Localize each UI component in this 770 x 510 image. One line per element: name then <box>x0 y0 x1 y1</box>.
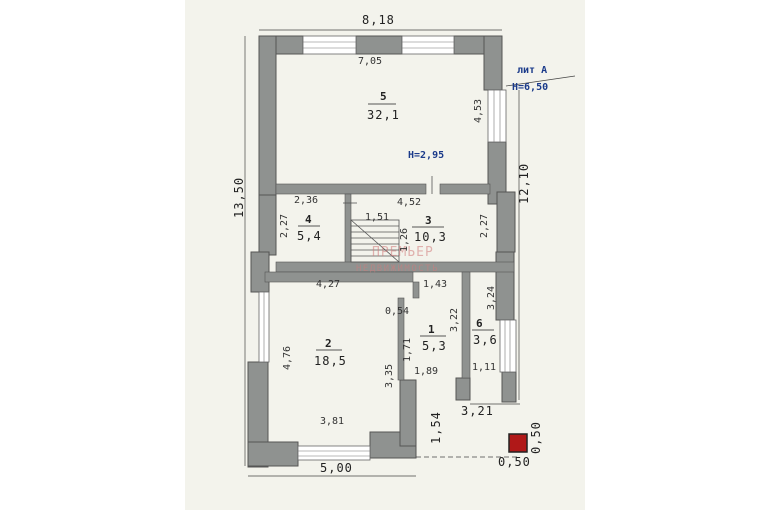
dim-r3-height: 2,27 <box>479 214 490 238</box>
dim-marker-width: 0,50 <box>498 455 531 469</box>
room-5-area: 32,1 <box>367 108 400 122</box>
interior-partitions <box>264 183 515 381</box>
room-4-number: 4 <box>305 213 312 226</box>
wall-left-upper <box>258 35 277 209</box>
room-6-number: 6 <box>476 317 483 330</box>
dim-left-outer: 13,50 <box>232 177 246 218</box>
dim-r1-top: 1,43 <box>423 279 447 290</box>
watermark-sub: НЕДВИЖИМОСТЬ <box>356 264 439 274</box>
room-3-number: 3 <box>425 214 432 227</box>
partition-r1-r6 <box>461 271 471 379</box>
label-lit: лит А <box>517 65 547 76</box>
dim-r2-right: 3,35 <box>384 364 395 388</box>
dim-r4-width: 2,36 <box>294 195 318 206</box>
wall-left-lower <box>247 361 269 468</box>
dim-porch-width: 3,21 <box>461 404 494 418</box>
label-height-floor: Н=2,95 <box>408 150 444 161</box>
partition-upper-left <box>275 183 427 195</box>
room-2: 2 18,5 <box>314 337 347 368</box>
windows <box>258 35 517 461</box>
window-right-lower <box>499 319 517 373</box>
room-4-area: 5,4 <box>297 229 322 243</box>
room-1-area: 5,3 <box>422 339 447 353</box>
wall-right-bottom <box>501 371 517 403</box>
wall-right-top <box>483 35 503 91</box>
location-marker <box>508 433 528 453</box>
dim-r1-bottom: 1,89 <box>414 366 438 377</box>
dim-porch-depth: 1,54 <box>429 411 443 444</box>
dimension-lines <box>244 29 576 477</box>
partition-r4-r3 <box>344 193 352 265</box>
dim-r2-left: 4,76 <box>282 346 293 370</box>
dim-r2-bottom: 3,81 <box>320 416 344 427</box>
window-top-right <box>401 35 455 55</box>
label-height-total: Н=6,50 <box>512 82 548 93</box>
wall-left-mid <box>258 194 277 256</box>
room-3: 3 10,3 <box>412 214 447 244</box>
wall-porch-post <box>455 377 471 401</box>
dim-r2-top: 4,27 <box>316 279 340 290</box>
window-top-left <box>302 35 357 55</box>
room-3-area: 10,3 <box>414 230 447 244</box>
room-6-area: 3,6 <box>473 333 498 347</box>
room-2-area: 18,5 <box>314 354 347 368</box>
dim-right-outer: 12,10 <box>517 163 531 204</box>
dim-top-outer: 8,18 <box>362 13 395 27</box>
partition-notch <box>412 281 420 299</box>
room-4: 4 5,4 <box>297 213 322 243</box>
dim-r4-height: 2,27 <box>279 214 290 238</box>
dim-stair-width: 1,51 <box>365 212 389 223</box>
wall-top-middle <box>355 35 403 55</box>
partition-upper-right <box>439 183 491 195</box>
watermark-main: ПРЕМЬЕР <box>372 245 434 260</box>
dim-r6-right: 3,24 <box>486 286 497 310</box>
wall-bottom-left <box>247 441 299 467</box>
window-right-upper <box>487 89 507 143</box>
partition-lower-top <box>264 271 414 283</box>
room-5: 5 32,1 <box>367 90 400 122</box>
door-marks <box>343 176 433 204</box>
dim-top-inner: 7,05 <box>358 56 382 67</box>
dim-r6-bottom: 1,11 <box>472 362 496 373</box>
dim-r3-width: 4,52 <box>397 197 421 208</box>
dim-r1-left: 1,71 <box>402 338 413 362</box>
dim-stair-depth: 1,26 <box>399 228 410 252</box>
wall-step <box>399 379 417 447</box>
dim-marker-height: 0,50 <box>529 421 543 454</box>
room-2-number: 2 <box>325 337 332 350</box>
dim-bottom-outer: 5,00 <box>320 461 353 475</box>
room-1: 1 5,3 <box>420 323 447 353</box>
room-6: 6 3,6 <box>472 317 498 347</box>
dim-right-upper-inner: 4,53 <box>473 99 484 123</box>
dim-r1-right: 3,22 <box>449 308 460 332</box>
staircase <box>350 219 400 263</box>
room-1-number: 1 <box>428 323 435 336</box>
exterior-walls <box>247 35 517 468</box>
wall-right-mid2 <box>496 191 516 253</box>
window-bottom <box>297 445 371 461</box>
room-5-number: 5 <box>380 90 387 103</box>
partition-r2-r1 <box>397 297 405 381</box>
dim-r1-notch: 0,54 <box>385 306 409 317</box>
